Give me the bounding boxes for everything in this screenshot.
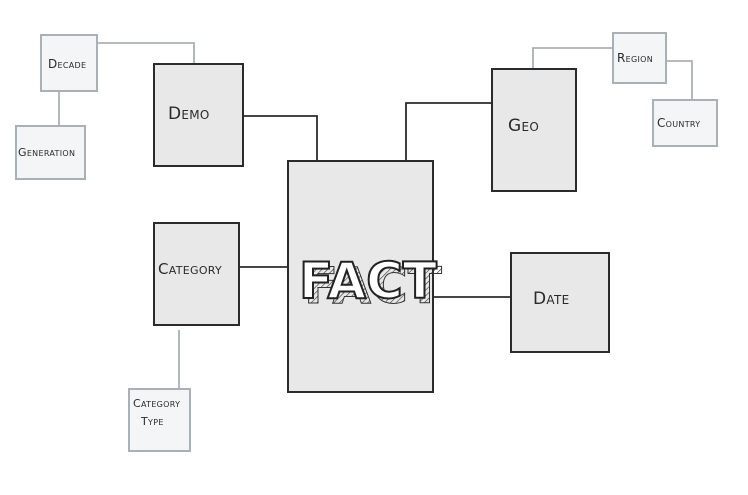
region-label: Region	[617, 51, 654, 65]
region-box	[612, 32, 667, 84]
date-label: Date	[533, 289, 570, 309]
demo-box	[153, 63, 244, 167]
decade-box	[40, 34, 98, 92]
category-type-label-line1: Category	[133, 397, 181, 410]
country-label: Country	[657, 116, 701, 130]
generation-box	[15, 125, 86, 180]
connector-country-region	[666, 60, 693, 99]
fact-table-box	[287, 160, 434, 393]
geo-label: Geo	[508, 116, 540, 136]
fact-label: FACT	[299, 252, 437, 310]
connector-region-geo	[532, 47, 612, 69]
fact-label-graphic: FACT FACT	[298, 251, 442, 316]
fact-label-shadow: FACT	[304, 257, 442, 315]
category-type-label-line2: Type	[141, 415, 164, 428]
connector-geo-fact	[405, 102, 491, 160]
generation-label: Generation	[18, 146, 76, 159]
decade-label: Decade	[48, 57, 87, 71]
geo-box	[491, 68, 577, 192]
category-type-box	[128, 388, 191, 452]
connector-decade-demo	[97, 42, 195, 63]
connector-demo-fact	[244, 115, 318, 160]
date-box	[510, 252, 610, 353]
category-label: Category	[158, 260, 223, 278]
demo-label: Demo	[168, 104, 210, 124]
category-box	[153, 222, 240, 326]
country-box	[652, 99, 718, 147]
